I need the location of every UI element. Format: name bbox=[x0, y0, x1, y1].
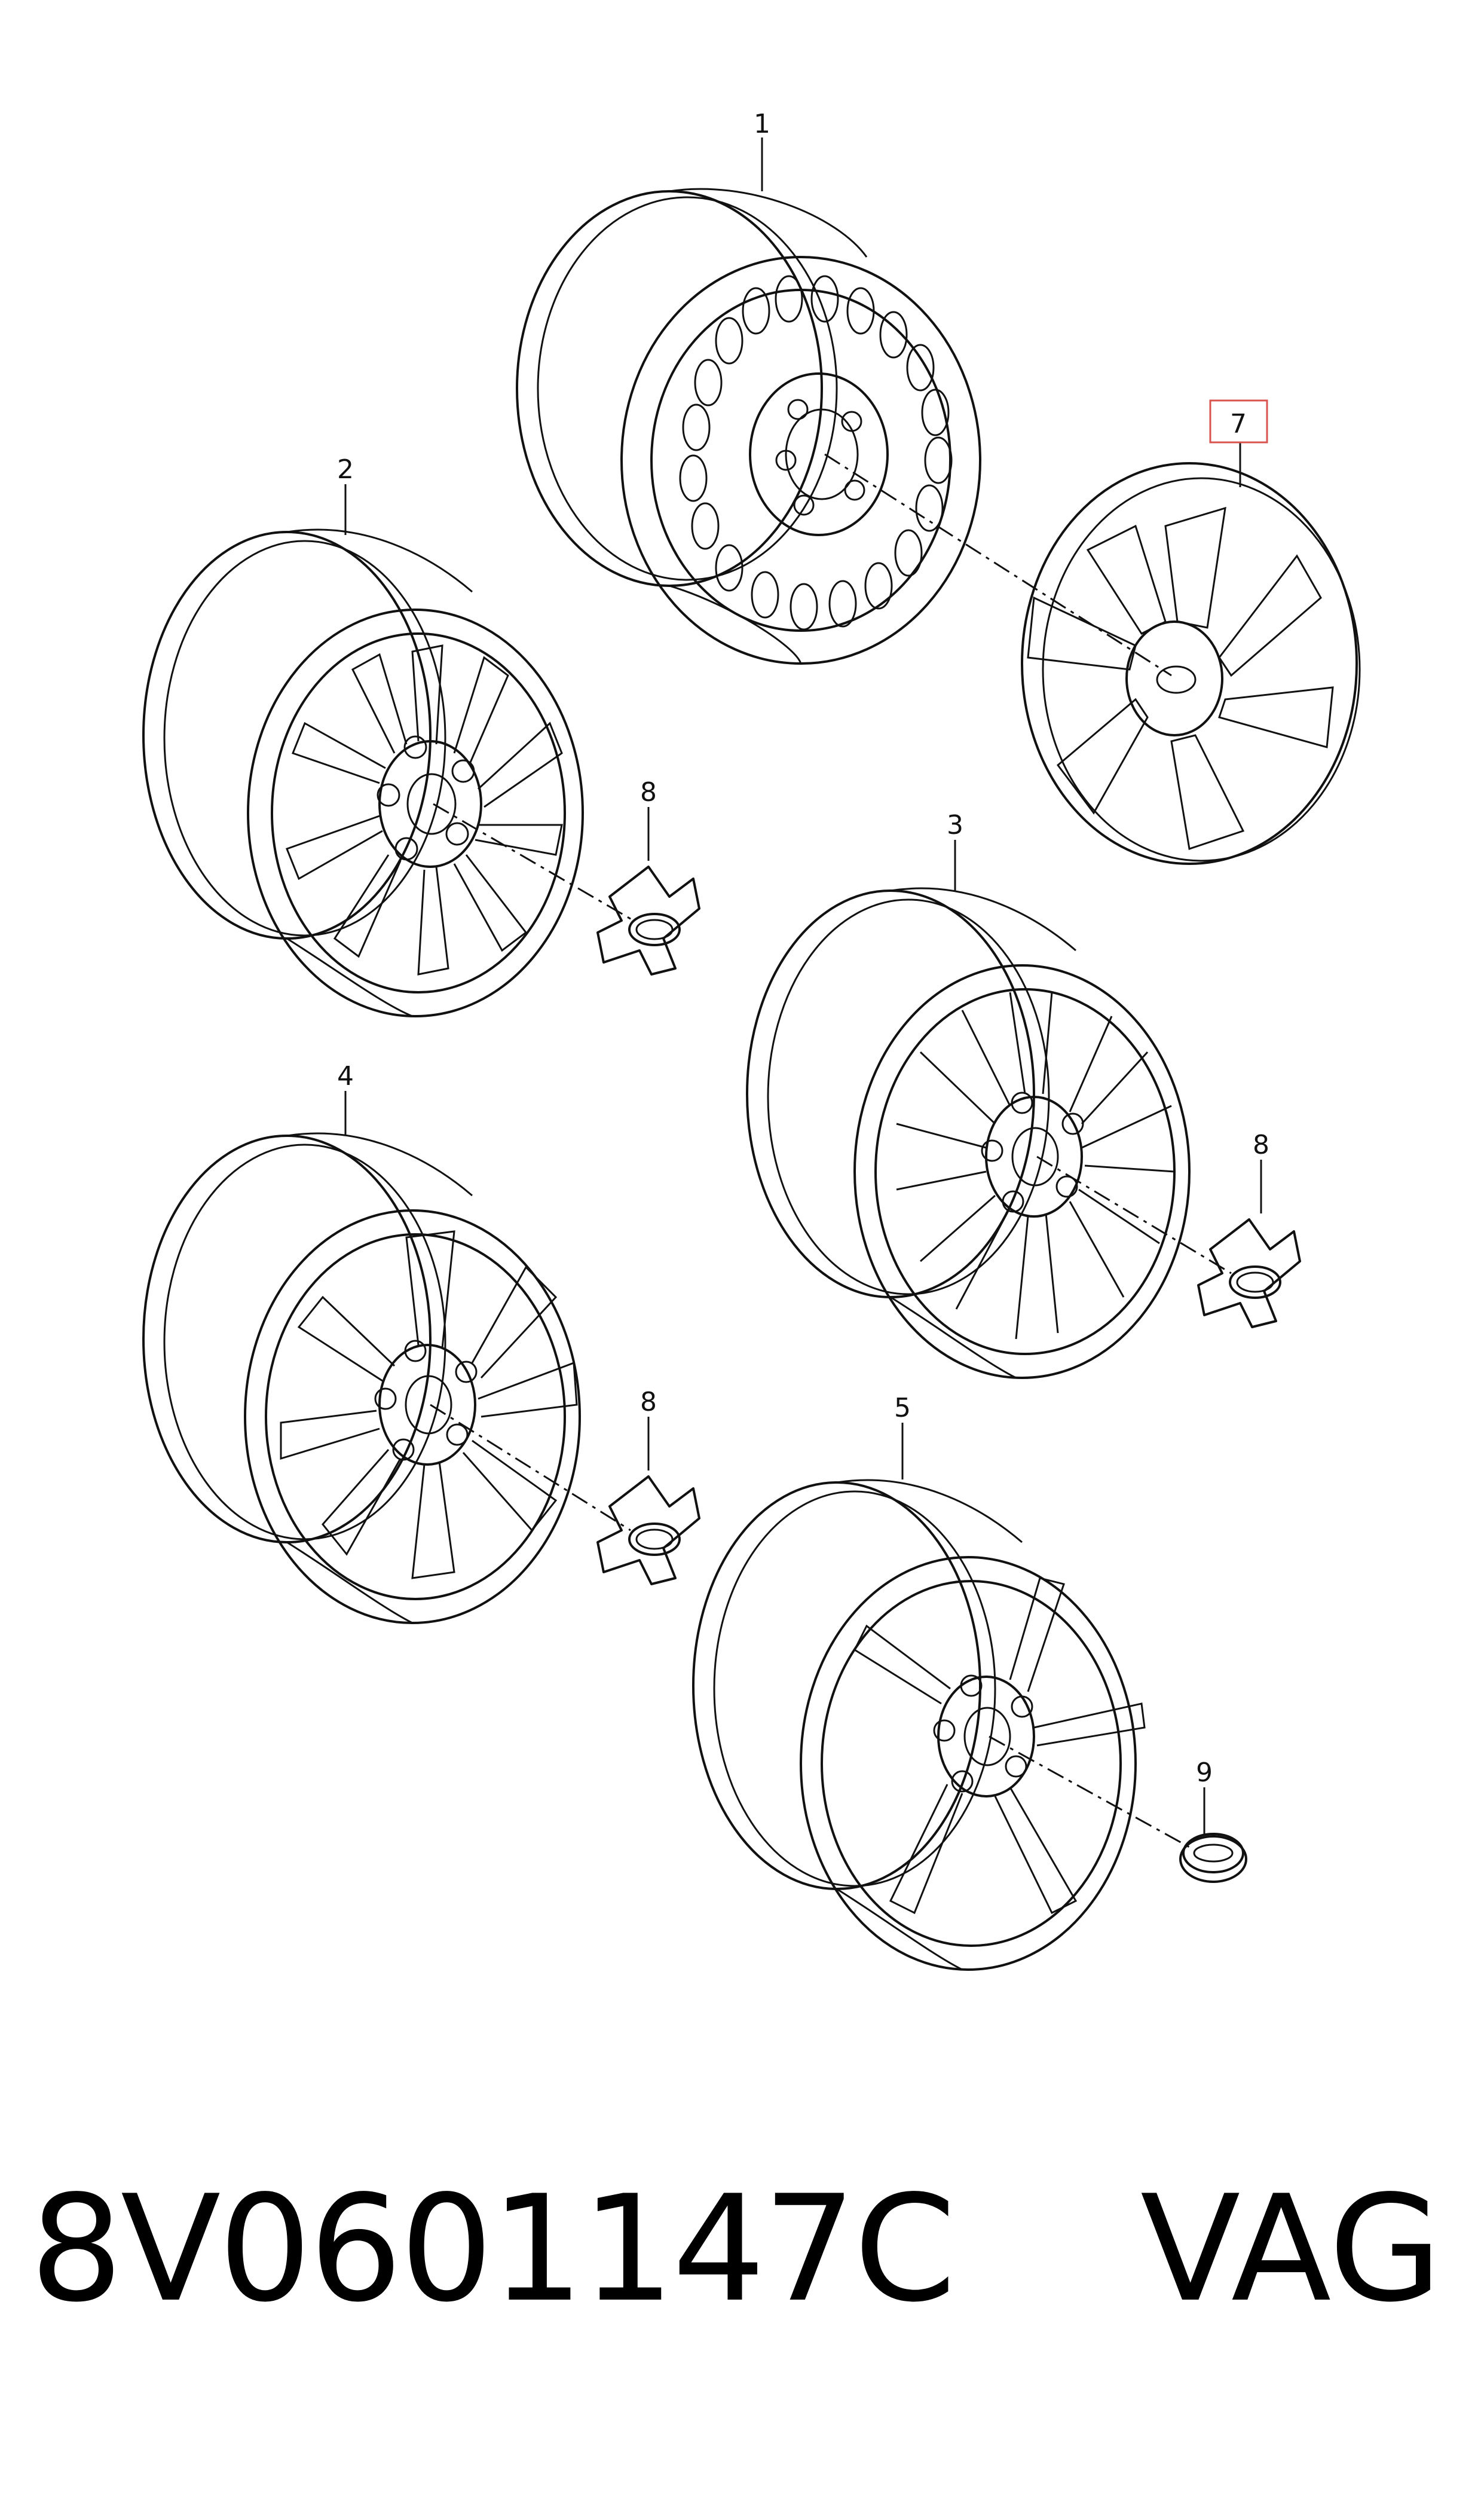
callout-7: 7 bbox=[1230, 409, 1247, 439]
part-number: 8V0601147C bbox=[30, 2164, 956, 2334]
callout-2: 2 bbox=[337, 454, 354, 485]
callout-8a: 8 bbox=[640, 777, 657, 808]
callout-5: 5 bbox=[894, 1393, 911, 1423]
callout-9: 9 bbox=[1196, 1757, 1213, 1788]
callout-leaders bbox=[344, 137, 1262, 1835]
wheel-parts-diagram: 1 2 3 4 5 7 8 8 8 9 bbox=[142, 109, 1361, 1971]
callout-7-highlight-box bbox=[1209, 399, 1268, 444]
wheel-4-alloy-rim bbox=[142, 1132, 581, 1624]
center-cap-8a bbox=[596, 866, 700, 976]
center-cap-8c bbox=[596, 1475, 700, 1585]
center-cap-9 bbox=[1179, 1833, 1247, 1883]
callout-3: 3 bbox=[947, 810, 963, 840]
callout-8c: 8 bbox=[640, 1387, 657, 1417]
brand-name: VAG bbox=[1140, 2164, 1442, 2334]
axis-lines bbox=[430, 453, 1232, 1848]
wheel-cover-7 bbox=[1021, 462, 1361, 865]
callout-4: 4 bbox=[337, 1061, 354, 1092]
wheel-1-steel-rim bbox=[516, 188, 981, 665]
wheel-2-alloy-rim bbox=[142, 528, 584, 1017]
wheel-3-alloy-rim bbox=[746, 887, 1191, 1379]
wheel-5-alloy-rim bbox=[692, 1479, 1146, 1971]
callout-8b: 8 bbox=[1253, 1130, 1269, 1160]
callout-1: 1 bbox=[754, 109, 770, 139]
center-cap-8b bbox=[1197, 1218, 1301, 1328]
